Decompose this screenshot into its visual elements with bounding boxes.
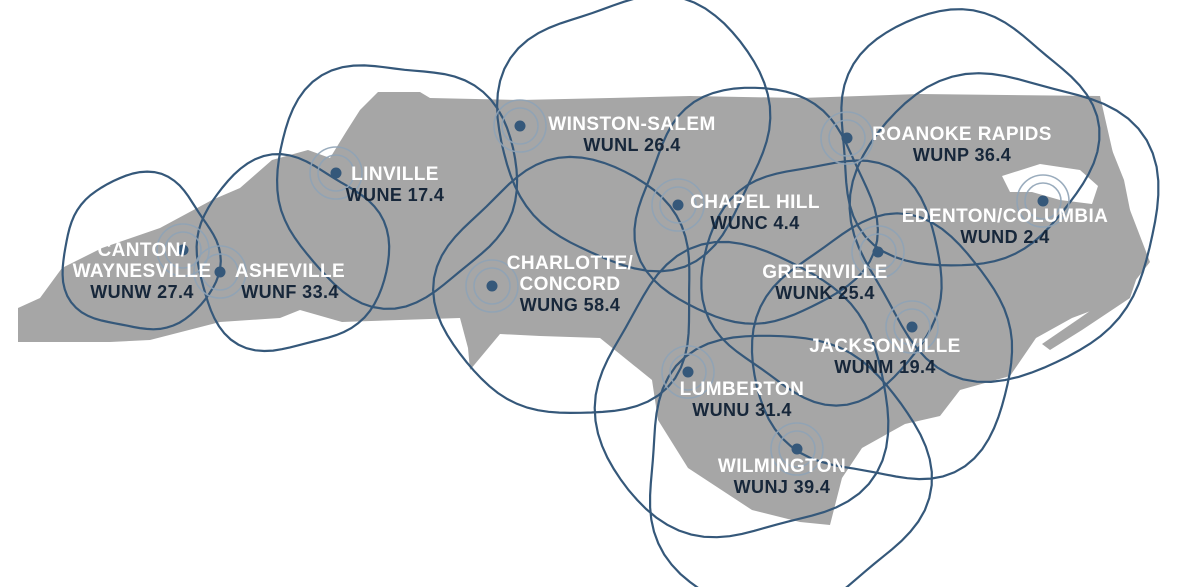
station-callsign-label: WUND 2.4 (960, 227, 1049, 247)
station-city-label: JACKSONVILLE (809, 336, 961, 357)
outer-banks (1042, 128, 1142, 350)
signal-ring-icon (859, 233, 897, 271)
signal-ring-icon (1016, 174, 1070, 228)
signal-ring-icon (1024, 182, 1062, 220)
tower-marker-icon[interactable] (177, 244, 189, 256)
tower-marker-icon[interactable] (906, 321, 918, 333)
station-callsign-label: WUNJ 39.4 (734, 477, 831, 497)
signal-ring-icon (473, 267, 511, 305)
station-callsign-label: WUNM 19.4 (834, 357, 936, 377)
signal-ring-icon (651, 178, 705, 232)
station-city-label: CANTON/ (97, 240, 186, 261)
station-callsign-label: WUNC 4.4 (710, 213, 799, 233)
signal-ring-icon (659, 186, 697, 224)
station-callsign-label: WUNP 36.4 (913, 145, 1011, 165)
tower-marker-icon[interactable] (841, 132, 853, 144)
tower-marker-icon[interactable] (1037, 195, 1049, 207)
tower-marker-icon[interactable] (872, 246, 884, 258)
tower-marker-icon[interactable] (791, 443, 803, 455)
signal-ring-icon (669, 353, 707, 391)
station-callsign-label: WUNU 31.4 (692, 400, 792, 420)
tower-marker-icon[interactable] (682, 366, 694, 378)
coverage-area-wung (431, 155, 691, 415)
coverage-area-wunc (633, 86, 880, 325)
coverage-area-wunj (649, 334, 933, 587)
station-city-label: ROANOKE RAPIDS (872, 124, 1052, 145)
station-city-label: WAYNESVILLE (73, 261, 212, 282)
signal-ring-icon (820, 111, 874, 165)
signal-ring-icon (193, 245, 247, 299)
coverage-area-wunl (495, 0, 772, 273)
coverage-area-wunf (195, 152, 391, 353)
signal-ring-icon (893, 308, 931, 346)
station-city-label: WILMINGTON (718, 456, 846, 477)
signal-ring-icon (156, 223, 210, 277)
station-callsign-label: WUNG 58.4 (520, 295, 621, 315)
signal-ring-icon (770, 422, 824, 476)
station-city-label: ASHEVILLE (235, 261, 345, 282)
tower-marker-icon[interactable] (214, 266, 226, 278)
signal-ring-icon (828, 119, 866, 157)
signal-ring-icon (851, 225, 905, 279)
station-callsign-label: WUNE 17.4 (346, 185, 445, 205)
station-city-label: GREENVILLE (762, 262, 887, 283)
coverage-area-wunm (750, 212, 1014, 481)
signal-ring-icon (885, 300, 939, 354)
tower-marker-icon[interactable] (486, 280, 498, 292)
tower-marker-icon[interactable] (672, 199, 684, 211)
coverage-area-wunu (593, 240, 890, 539)
signal-ring-icon (661, 345, 715, 399)
tower-marker-icon[interactable] (514, 120, 526, 132)
coverage-area-wund (848, 72, 1160, 384)
signal-ring-icon (493, 99, 547, 153)
signal-ring-icon (317, 154, 355, 192)
coverage-area-wunw (61, 170, 222, 331)
station-city-label: LINVILLE (351, 164, 439, 185)
station-city-label: EDENTON/COLUMBIA (902, 206, 1109, 227)
state-shape (18, 92, 1150, 525)
station-callsign-label: WUNL 26.4 (583, 135, 680, 155)
station-city-label: LUMBERTON (680, 379, 805, 400)
signal-ring-icon (164, 231, 202, 269)
station-city-label: WINSTON-SALEM (548, 114, 715, 135)
signal-ring-icon (309, 146, 363, 200)
station-city-label: CHAPEL HILL (690, 192, 820, 213)
station-callsign-label: WUNW 27.4 (90, 282, 194, 302)
tower-marker-icon[interactable] (330, 167, 342, 179)
signal-ring-icon (201, 253, 239, 291)
station-city-label: CHARLOTTE/ (507, 253, 634, 274)
signal-ring-icon (501, 107, 539, 145)
signal-ring-icon (778, 430, 816, 468)
coverage-area-wune (275, 64, 519, 310)
signal-ring-icon (465, 259, 519, 313)
station-callsign-label: WUNK 25.4 (775, 283, 875, 303)
station-city-label: CONCORD (520, 274, 621, 295)
station-callsign-label: WUNF 33.4 (241, 282, 339, 302)
